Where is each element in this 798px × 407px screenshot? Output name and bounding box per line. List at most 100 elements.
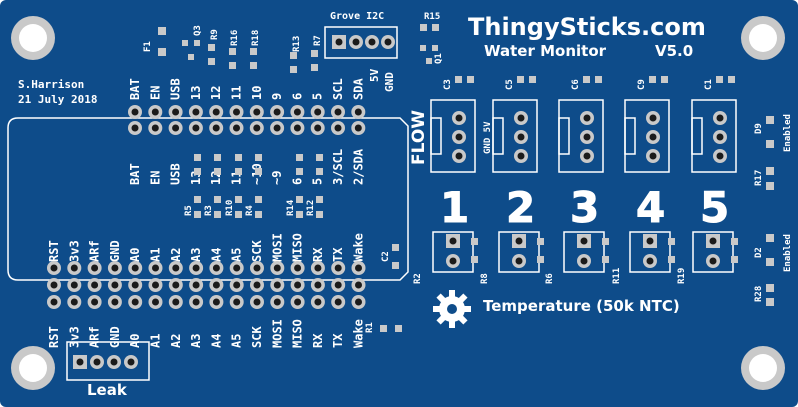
channel-number: 4 [636, 183, 665, 232]
header-top-pad [188, 121, 203, 135]
header-bottom-outer-label: SCK [250, 326, 264, 348]
header-bottom-inner-label: MOSI [270, 233, 284, 262]
enabled-leds: D9 Enabled R17 D2 Enabled R28 [754, 114, 793, 306]
product-name: Water Monitor [484, 42, 607, 60]
mounting-hole-top-left [11, 16, 55, 60]
refdes-r17: R17 [754, 170, 764, 186]
header-top-inner-label: 2/SDA [351, 148, 365, 185]
header-top-pad [209, 121, 224, 135]
header-top-pad [249, 121, 264, 135]
top-smd-parts: F1 Q3 R9 R16 R18 R13 R7 [143, 25, 323, 73]
temperature-label: Temperature (50k NTC) [483, 297, 680, 315]
flow-connector: C9 [624, 76, 670, 173]
mounting-holes [11, 16, 785, 390]
refdes-d2: D2 [754, 247, 764, 258]
header-bottom-outer-label: Wake [352, 319, 366, 348]
refdes-q3: Q3 [193, 25, 203, 36]
refdes-r6: R6 [545, 273, 555, 284]
header-bottom-pad [87, 295, 102, 309]
channel-number: 1 [440, 183, 469, 232]
header-bottom-pad [189, 278, 204, 292]
header-bottom-pad [107, 278, 122, 292]
header-bottom-pad [331, 261, 346, 275]
refdes-f1: F1 [143, 41, 153, 52]
c2-r1-group: C2 R1 [365, 244, 402, 333]
header-bottom-pad [107, 261, 122, 275]
refdes-r4: R4 [245, 205, 255, 216]
header-bottom-pad [47, 278, 61, 292]
refdes-r2: R2 [413, 273, 423, 284]
header-top-inner-label: 3/SCL [331, 149, 345, 185]
header-bottom-inner-label: A3 [189, 248, 203, 262]
header-top-inner-label: USB [169, 163, 183, 185]
temperature-connector: R8 [480, 231, 544, 284]
header-bottom-outer-label: A1 [149, 334, 163, 348]
temperature-connector: R19 [677, 231, 738, 284]
header-bottom-pad [107, 295, 122, 309]
header-top-outer-label: 10 [250, 86, 264, 100]
refdes-r28: R28 [754, 286, 764, 302]
header-top-outer-label: 12 [209, 86, 223, 100]
header-bottom-pad [229, 295, 244, 309]
header-bottom-pad [250, 261, 264, 275]
author-name: S.Harrison [18, 78, 84, 91]
header-bottom-pad [331, 278, 346, 292]
header-bottom-outer-label: A4 [209, 334, 223, 348]
temperature-connector: R11 [612, 231, 675, 284]
refdes-r7: R7 [313, 35, 323, 46]
header-top-pad [310, 121, 325, 135]
header-bottom-pad [310, 261, 325, 275]
header-bottom-pad [351, 278, 366, 292]
refdes-r12: R12 [306, 200, 316, 216]
refdes-r3: R3 [204, 205, 214, 216]
header-bottom-inner-label: A1 [149, 248, 163, 262]
header-top-inner-label: BAT [128, 163, 142, 185]
header-top-pad [290, 105, 305, 119]
header-bottom-pad [331, 295, 346, 309]
refdes-c2: C2 [381, 251, 391, 262]
header-top-pad [128, 105, 142, 119]
flow-connector: C1 [691, 76, 737, 173]
refdes-r10: R10 [225, 200, 235, 216]
flow-connector: C3 [430, 76, 476, 173]
header-bottom-pad [168, 278, 183, 292]
mounting-hole-top-right [741, 16, 785, 60]
header-bottom-pad [87, 278, 102, 292]
header-bottom-inner-label: SCK [250, 240, 264, 262]
header-bottom-pad [310, 295, 325, 309]
header-bottom-pad [250, 278, 264, 292]
header-top-outer-label: SDA [351, 78, 365, 100]
header-top-outer-label: 11 [230, 86, 244, 100]
header-bottom-outer-label: RST [47, 326, 61, 348]
header-top-pad [128, 121, 142, 135]
header-bottom-inner-label: A0 [128, 248, 142, 262]
header-top-inner-labels: BATENUSB131211~10~9653/SCL2/SDAR5R3R10R4… [128, 148, 365, 218]
header-bottom-outer-label: A2 [169, 334, 183, 348]
temperature-connector: R6 [545, 231, 609, 284]
refdes-r5: R5 [184, 205, 194, 216]
header-top-pad [331, 121, 345, 135]
header-top-outer-label: 13 [189, 86, 203, 100]
leak-label: Leak [87, 381, 128, 399]
brand-title: ThingySticks.com [468, 13, 706, 41]
header-bottom-outer-label: A0 [128, 334, 142, 348]
header-bottom-inner-label: RX [311, 247, 325, 262]
flow-label: FLOW [409, 110, 429, 165]
header-bottom-pad [270, 278, 285, 292]
header-bottom-pad [128, 278, 143, 292]
revision-date: 21 July 2018 [18, 93, 97, 106]
header-bottom-pad [168, 261, 183, 275]
header-top-pad [351, 121, 366, 135]
header-bottom-inner-label: MISO [291, 233, 305, 262]
refdes-c9: C9 [637, 79, 647, 90]
header-bottom-outer-label: ARf [88, 326, 102, 348]
header-bottom-outer-label: GND [108, 326, 122, 348]
product-version: V5.0 [655, 42, 693, 60]
header-top-pad [168, 121, 183, 135]
header-bottom-outer-label: RX [311, 333, 325, 348]
header-bottom-pad [148, 295, 163, 309]
q1-group: R15 Q1 [420, 12, 444, 64]
